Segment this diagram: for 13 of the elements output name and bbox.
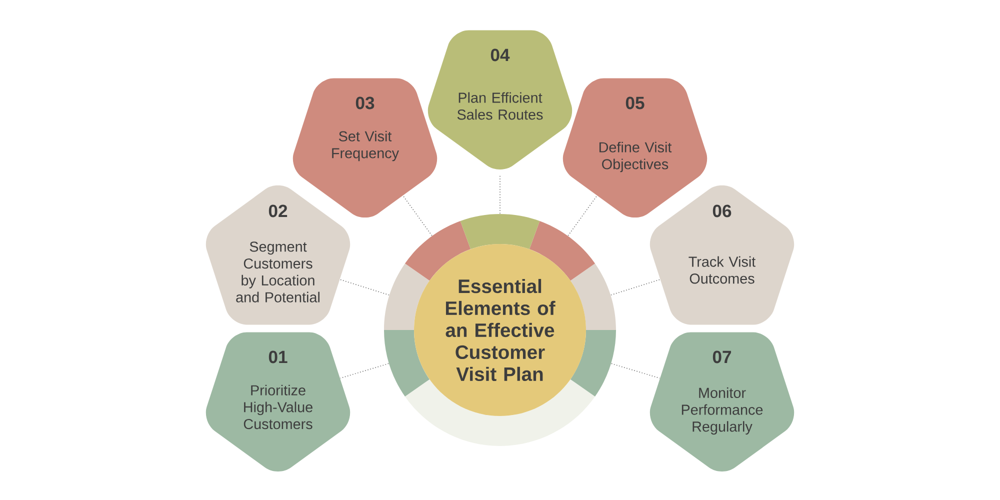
pentagon-box: 06 Track Visit Outcomes xyxy=(650,185,794,325)
pentagon-box: 02 Segment Customers by Location and Potential xyxy=(206,185,350,325)
pentagon-box: 07 Monitor Performance Regularly xyxy=(650,332,794,472)
pentagon-box: 03 Set Visit Frequency xyxy=(292,78,438,218)
connector-line xyxy=(610,363,660,379)
connector-line xyxy=(402,195,432,236)
pentagon-box: 05 Define Visit Objectives xyxy=(562,78,708,218)
pentagon-box: 01 Prioritize High-Value Customers xyxy=(206,332,350,472)
connector-line xyxy=(568,195,598,236)
connector-line xyxy=(610,279,660,296)
connector-line xyxy=(340,363,390,379)
connector-line xyxy=(340,279,390,296)
pentagon-box: 04 Plan Efficient Sales Routes xyxy=(428,30,572,170)
